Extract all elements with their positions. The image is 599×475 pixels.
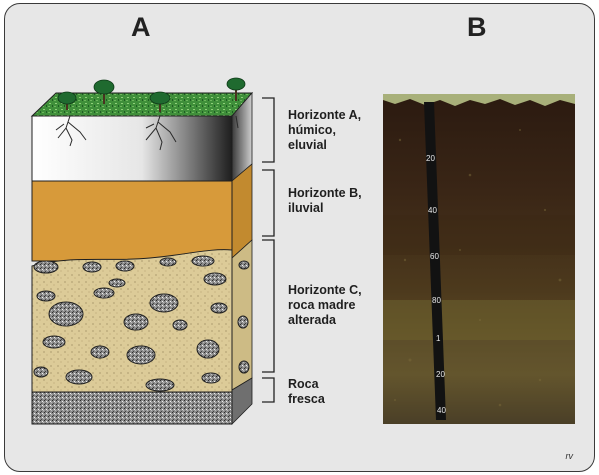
rock-fragments	[33, 255, 250, 392]
soil-profile-photo	[383, 94, 575, 424]
measuring-tape	[424, 102, 446, 420]
front-horizon-b	[31, 180, 233, 262]
horizon-brackets	[262, 97, 275, 403]
roots	[55, 115, 239, 151]
tape-mark: 40	[428, 206, 437, 215]
soil-block	[30, 77, 254, 425]
tape-mark: 60	[430, 252, 439, 261]
bedrock-label: Roca fresca	[288, 377, 325, 406]
front-bedrock	[31, 391, 233, 425]
tape-mark: 40	[437, 406, 446, 415]
front-horizon-a	[31, 115, 233, 182]
tree-icon	[57, 77, 246, 112]
tape-mark: 20	[436, 370, 445, 379]
author-credit: rv	[565, 451, 574, 461]
horizon-a-label: Horizonte A, húmico, eluvial	[288, 108, 362, 152]
tape-mark: 1	[436, 334, 441, 343]
panel-label-b: B	[467, 12, 487, 42]
tape-mark: 20	[426, 154, 435, 163]
horizon-b-label: Horizonte B, iluvial	[288, 186, 362, 215]
panel-label-a: A	[131, 12, 151, 42]
horizon-c-label: Horizonte C, roca madre alterada	[288, 283, 362, 327]
tape-mark: 80	[432, 296, 441, 305]
